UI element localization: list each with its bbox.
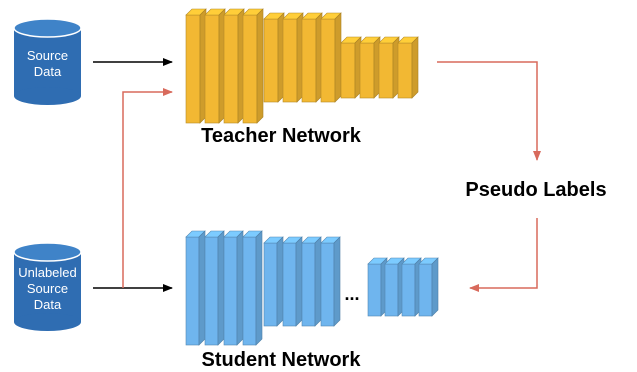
unlabeled-data-label-line3: Data (34, 297, 62, 312)
layer-block-icon (378, 36, 400, 99)
teacher-network-title: Teacher Network (201, 125, 362, 147)
layer-block-icon (204, 8, 226, 124)
layer-block-icon (263, 236, 284, 327)
layer-block-icon (185, 8, 207, 124)
unlabeled-data-label-line2: Source (27, 281, 68, 296)
teacher-to-pseudo-labels-arrow (437, 61, 541, 161)
layer-block-icon (367, 257, 388, 317)
database-icon (13, 18, 82, 105)
layer-block-icon (397, 36, 419, 99)
pseudo-labels-to-student-arrow (469, 218, 538, 292)
layer-block-icon (204, 230, 225, 346)
layer-block-icon (384, 257, 405, 317)
layer-block-icon (223, 8, 245, 124)
layer-block-icon (418, 257, 439, 317)
student-network-title: Student Network (202, 349, 362, 371)
layer-block-icon (282, 12, 304, 103)
layer-block-icon (340, 36, 362, 99)
layer-block-icon (242, 8, 264, 124)
layer-block-icon (282, 236, 303, 327)
unlabeled-source-data-database: Unlabeled Source Data (13, 242, 82, 331)
layer-block-icon (301, 236, 322, 327)
student-network-layers (185, 230, 439, 346)
layer-block-icon (223, 230, 244, 346)
layer-block-icon (185, 230, 206, 346)
unlabeled-data-label-line1: Unlabeled (18, 265, 77, 280)
layer-block-icon (401, 257, 422, 317)
layer-block-icon (320, 236, 341, 327)
database-icon (13, 242, 82, 331)
source-data-database: Source Data (13, 18, 82, 105)
pseudo-labels-label: Pseudo Labels (465, 179, 606, 201)
layer-block-icon (242, 230, 263, 346)
source-data-label-line1: Source (27, 48, 68, 63)
layer-block-icon (301, 12, 323, 103)
layer-block-icon (320, 12, 342, 103)
layer-block-icon (263, 12, 285, 103)
layer-block-icon (359, 36, 381, 99)
student-ellipsis: ... (344, 284, 359, 304)
teacher-network-layers (185, 8, 419, 124)
unlabeled-to-teacher-arrow (122, 88, 173, 288)
source-data-label-line2: Data (34, 64, 62, 79)
